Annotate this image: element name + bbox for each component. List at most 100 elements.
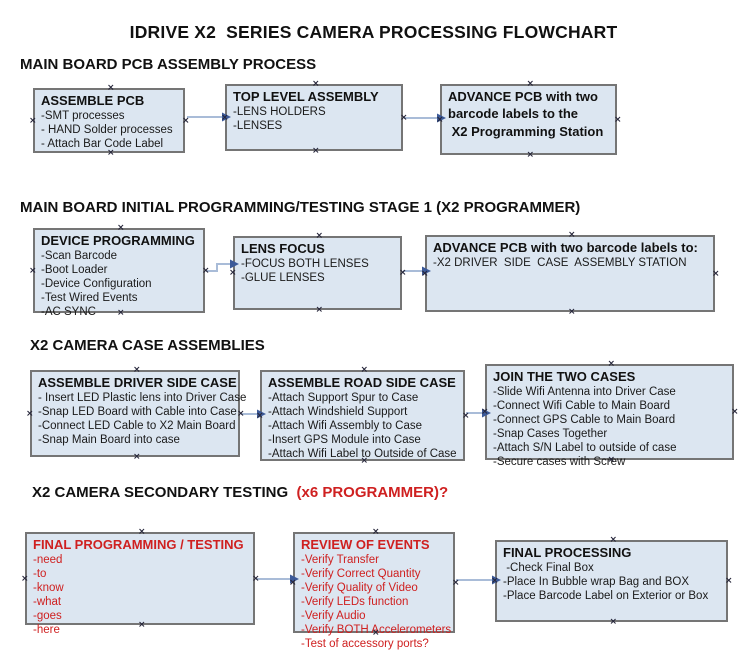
box-line: -SMT processes [41, 110, 125, 122]
connection-handle-bottom-icon: × [360, 456, 369, 466]
box-title: LENS FOCUS [241, 241, 325, 256]
box-line: -Snap Cases Together [493, 428, 608, 440]
box-line: -AC SYNC [41, 306, 96, 318]
box-line: - Insert LED Plastic lens into Driver Ca… [38, 392, 247, 404]
connector-arrow-icon [466, 408, 491, 418]
connection-handle-left-icon: × [26, 408, 34, 419]
connection-handle-top-icon: × [372, 527, 380, 537]
box-line: -need [33, 554, 63, 566]
box-line: -Attach Windshield Support [268, 406, 408, 418]
box-line: -X2 DRIVER SIDE CASE ASSEMBLY STATION [433, 257, 687, 269]
box-title: FINAL PROGRAMMING / TESTING [33, 537, 244, 552]
connection-handle-top-icon: × [526, 79, 535, 89]
connection-handle-right-icon: × [202, 265, 210, 276]
box-line: -FOCUS BOTH LENSES [241, 258, 369, 270]
connection-handle-left-icon: × [229, 268, 237, 278]
box-line: - HAND Solder processes [41, 124, 173, 136]
connection-handle-right-icon: × [614, 114, 622, 125]
box-title: FINAL PROCESSING [503, 545, 632, 560]
box-line: -Connect LED Cable to X2 Main Board [38, 420, 236, 432]
flow-box-device-programming: DEVICE PROGRAMMING-Scan Barcode-Boot Loa… [29, 224, 210, 319]
connector-arrow-icon [206, 259, 239, 272]
box-line: -to [33, 568, 47, 580]
box-title: JOIN THE TWO CASES [493, 369, 636, 384]
flow-box-lens-focus: LENS FOCUS -FOCUS BOTH LENSES -GLUE LENSES… [229, 232, 407, 315]
box-line: -Connect Wifi Cable to Main Board [493, 400, 671, 412]
flow-box-assemble-pcb: ASSEMBLE PCB-SMT processes- HAND Solder … [29, 84, 190, 158]
flow-box-advance-pcb-to-driver-side-station: ADVANCE PCB with two barcode labels to: -… [421, 231, 720, 317]
box-line: -here [33, 624, 60, 636]
connection-handle-bottom-icon: × [372, 628, 380, 638]
box-line: -LENS HOLDERS [233, 106, 326, 118]
box-line: -Verify LEDs function [301, 596, 409, 608]
box-line: -Snap Main Board into case [38, 434, 180, 446]
box-line: barcode labels to the [448, 106, 579, 121]
section-3-heading-text: X2 CAMERA CASE ASSEMBLIES [30, 337, 265, 354]
connection-handle-bottom-icon: × [312, 146, 320, 156]
box-line: -LENSES [233, 120, 283, 132]
connection-handle-bottom-icon: × [526, 150, 535, 160]
flow-box-review-of-events: REVIEW OF EVENTS -Verify Transfer -Verify … [289, 528, 460, 651]
box-title: ASSEMBLE DRIVER SIDE CASE [38, 375, 237, 390]
connection-handle-bottom-icon: × [117, 308, 125, 318]
flow-box-top-level-assembly: TOP LEVEL ASSEMBLY -LENS HOLDERS -LENSES × ×… [221, 80, 408, 156]
connection-handle-right-icon: × [452, 577, 460, 588]
box-line: - Attach Bar Code Label [41, 138, 164, 150]
page-title: IDRIVE X2 SERIES CAMERA PROCESSING FLOWC… [129, 22, 618, 42]
section-4-heading: X2 CAMERA SECONDARY TESTING (x6 PROGRAMM… [32, 484, 448, 501]
box-title: ADVANCE PCB with two barcode labels to: [433, 240, 698, 255]
box-line: -Attach Wifi Assembly to Case [268, 420, 423, 432]
box-title: ADVANCE PCB with two [448, 89, 598, 104]
section-4-heading-text: X2 CAMERA SECONDARY TESTING [32, 484, 297, 501]
connection-handle-right-icon: × [182, 115, 190, 126]
flow-box-advance-pcb-to-programming-station: ADVANCE PCB with two barcode labels to th… [436, 80, 622, 160]
connection-handle-bottom-icon: × [138, 620, 146, 630]
box-line: X2 Programming Station [448, 123, 604, 139]
connection-handle-left-icon: × [421, 268, 429, 279]
connection-handle-left-icon: × [29, 115, 37, 126]
connector-arrow-icon [456, 575, 501, 585]
connection-handle-top-icon: × [360, 365, 369, 375]
box-line: -Connect GPS Cable to Main Board [493, 414, 676, 426]
connector-arrow-icon [404, 113, 446, 123]
connection-handle-left-icon: × [289, 577, 297, 588]
connection-handle-right-icon: × [462, 410, 470, 421]
box-line: -Secure cases with Screw [493, 456, 626, 468]
connection-handle-bottom-icon: × [315, 305, 324, 315]
box-line: -Verify BOTH Accelerometers [301, 624, 452, 636]
flow-box-assemble-driver-side-case: ASSEMBLE DRIVER SIDE CASE - Insert LED Pl… [26, 366, 247, 462]
connection-handle-top-icon: × [568, 230, 576, 240]
box-line: -know [33, 582, 64, 594]
connection-handle-bottom-icon: × [568, 307, 576, 317]
connection-handle-top-icon: × [312, 79, 320, 89]
connection-handle-top-icon: × [117, 223, 125, 233]
box-title: ASSEMBLE ROAD SIDE CASE [268, 375, 456, 390]
connection-handle-bottom-icon: × [133, 452, 141, 462]
connection-handle-top-icon: × [607, 359, 616, 369]
connection-handle-left-icon: × [29, 265, 37, 276]
box-line: -Check Final Box [503, 562, 594, 574]
flow-box-join-the-two-cases: JOIN THE TWO CASES-Slide Wifi Antenna in… [481, 360, 739, 469]
connection-handle-right-icon: × [252, 573, 260, 584]
box-line: -Place Barcode Label on Exterior or Box [503, 590, 709, 602]
box-line: -goes [33, 610, 62, 622]
box-line: -GLUE LENSES [241, 272, 325, 284]
box-title: REVIEW OF EVENTS [301, 537, 430, 552]
connection-handle-right-icon: × [399, 268, 407, 278]
box-line: -Snap LED Board with Cable into Case [38, 406, 237, 418]
section-2-heading: MAIN BOARD INITIAL PROGRAMMING/TESTING S… [20, 199, 580, 216]
flow-box-assemble-road-side-case: ASSEMBLE ROAD SIDE CASE-Attach Support S… [256, 366, 470, 466]
box-line: -Verify Transfer [301, 554, 379, 566]
box-line: -Attach Wifi Label to Outside of Case [268, 448, 457, 460]
box-line: -Verify Correct Quantity [301, 568, 421, 580]
connection-handle-bottom-icon: × [107, 148, 115, 158]
connection-handle-left-icon: × [491, 576, 499, 586]
box-line: -Insert GPS Module into Case [268, 434, 421, 446]
connection-handle-right-icon: × [237, 408, 245, 419]
box-line: -Test Wired Events [41, 292, 138, 304]
connection-handle-right-icon: × [400, 112, 408, 123]
box-line: -what [33, 596, 62, 608]
box-title: TOP LEVEL ASSEMBLY [233, 89, 379, 104]
connector-arrow-icon [256, 574, 299, 584]
